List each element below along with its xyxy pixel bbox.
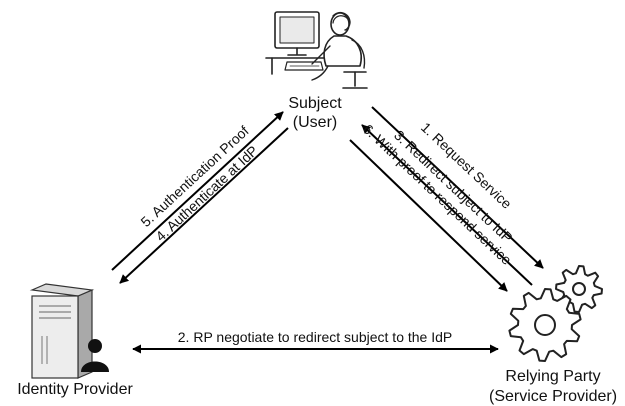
idp-name-label: Identity Provider xyxy=(17,381,133,398)
arrow-request-service xyxy=(371,106,544,269)
small-gear-hole xyxy=(572,282,586,296)
large-gear-hole xyxy=(534,314,556,336)
arrow-redirect-subject xyxy=(361,124,533,286)
subject-sub-label: (User) xyxy=(293,114,337,131)
rp-name-label: Relying Party xyxy=(505,368,600,385)
arrow-auth-proof xyxy=(111,111,284,271)
server-user-icon xyxy=(29,283,109,379)
rp-sub-label: (Service Provider) xyxy=(489,388,617,405)
arrow-authenticate-idp xyxy=(119,127,289,284)
arrow-with-proof xyxy=(349,139,508,292)
user-at-computer-icon xyxy=(265,11,368,89)
gears-icon xyxy=(508,265,603,362)
subject-name-label: Subject xyxy=(288,95,342,112)
edge-label-2: 2. RP negotiate to redirect subject to t… xyxy=(178,329,452,345)
